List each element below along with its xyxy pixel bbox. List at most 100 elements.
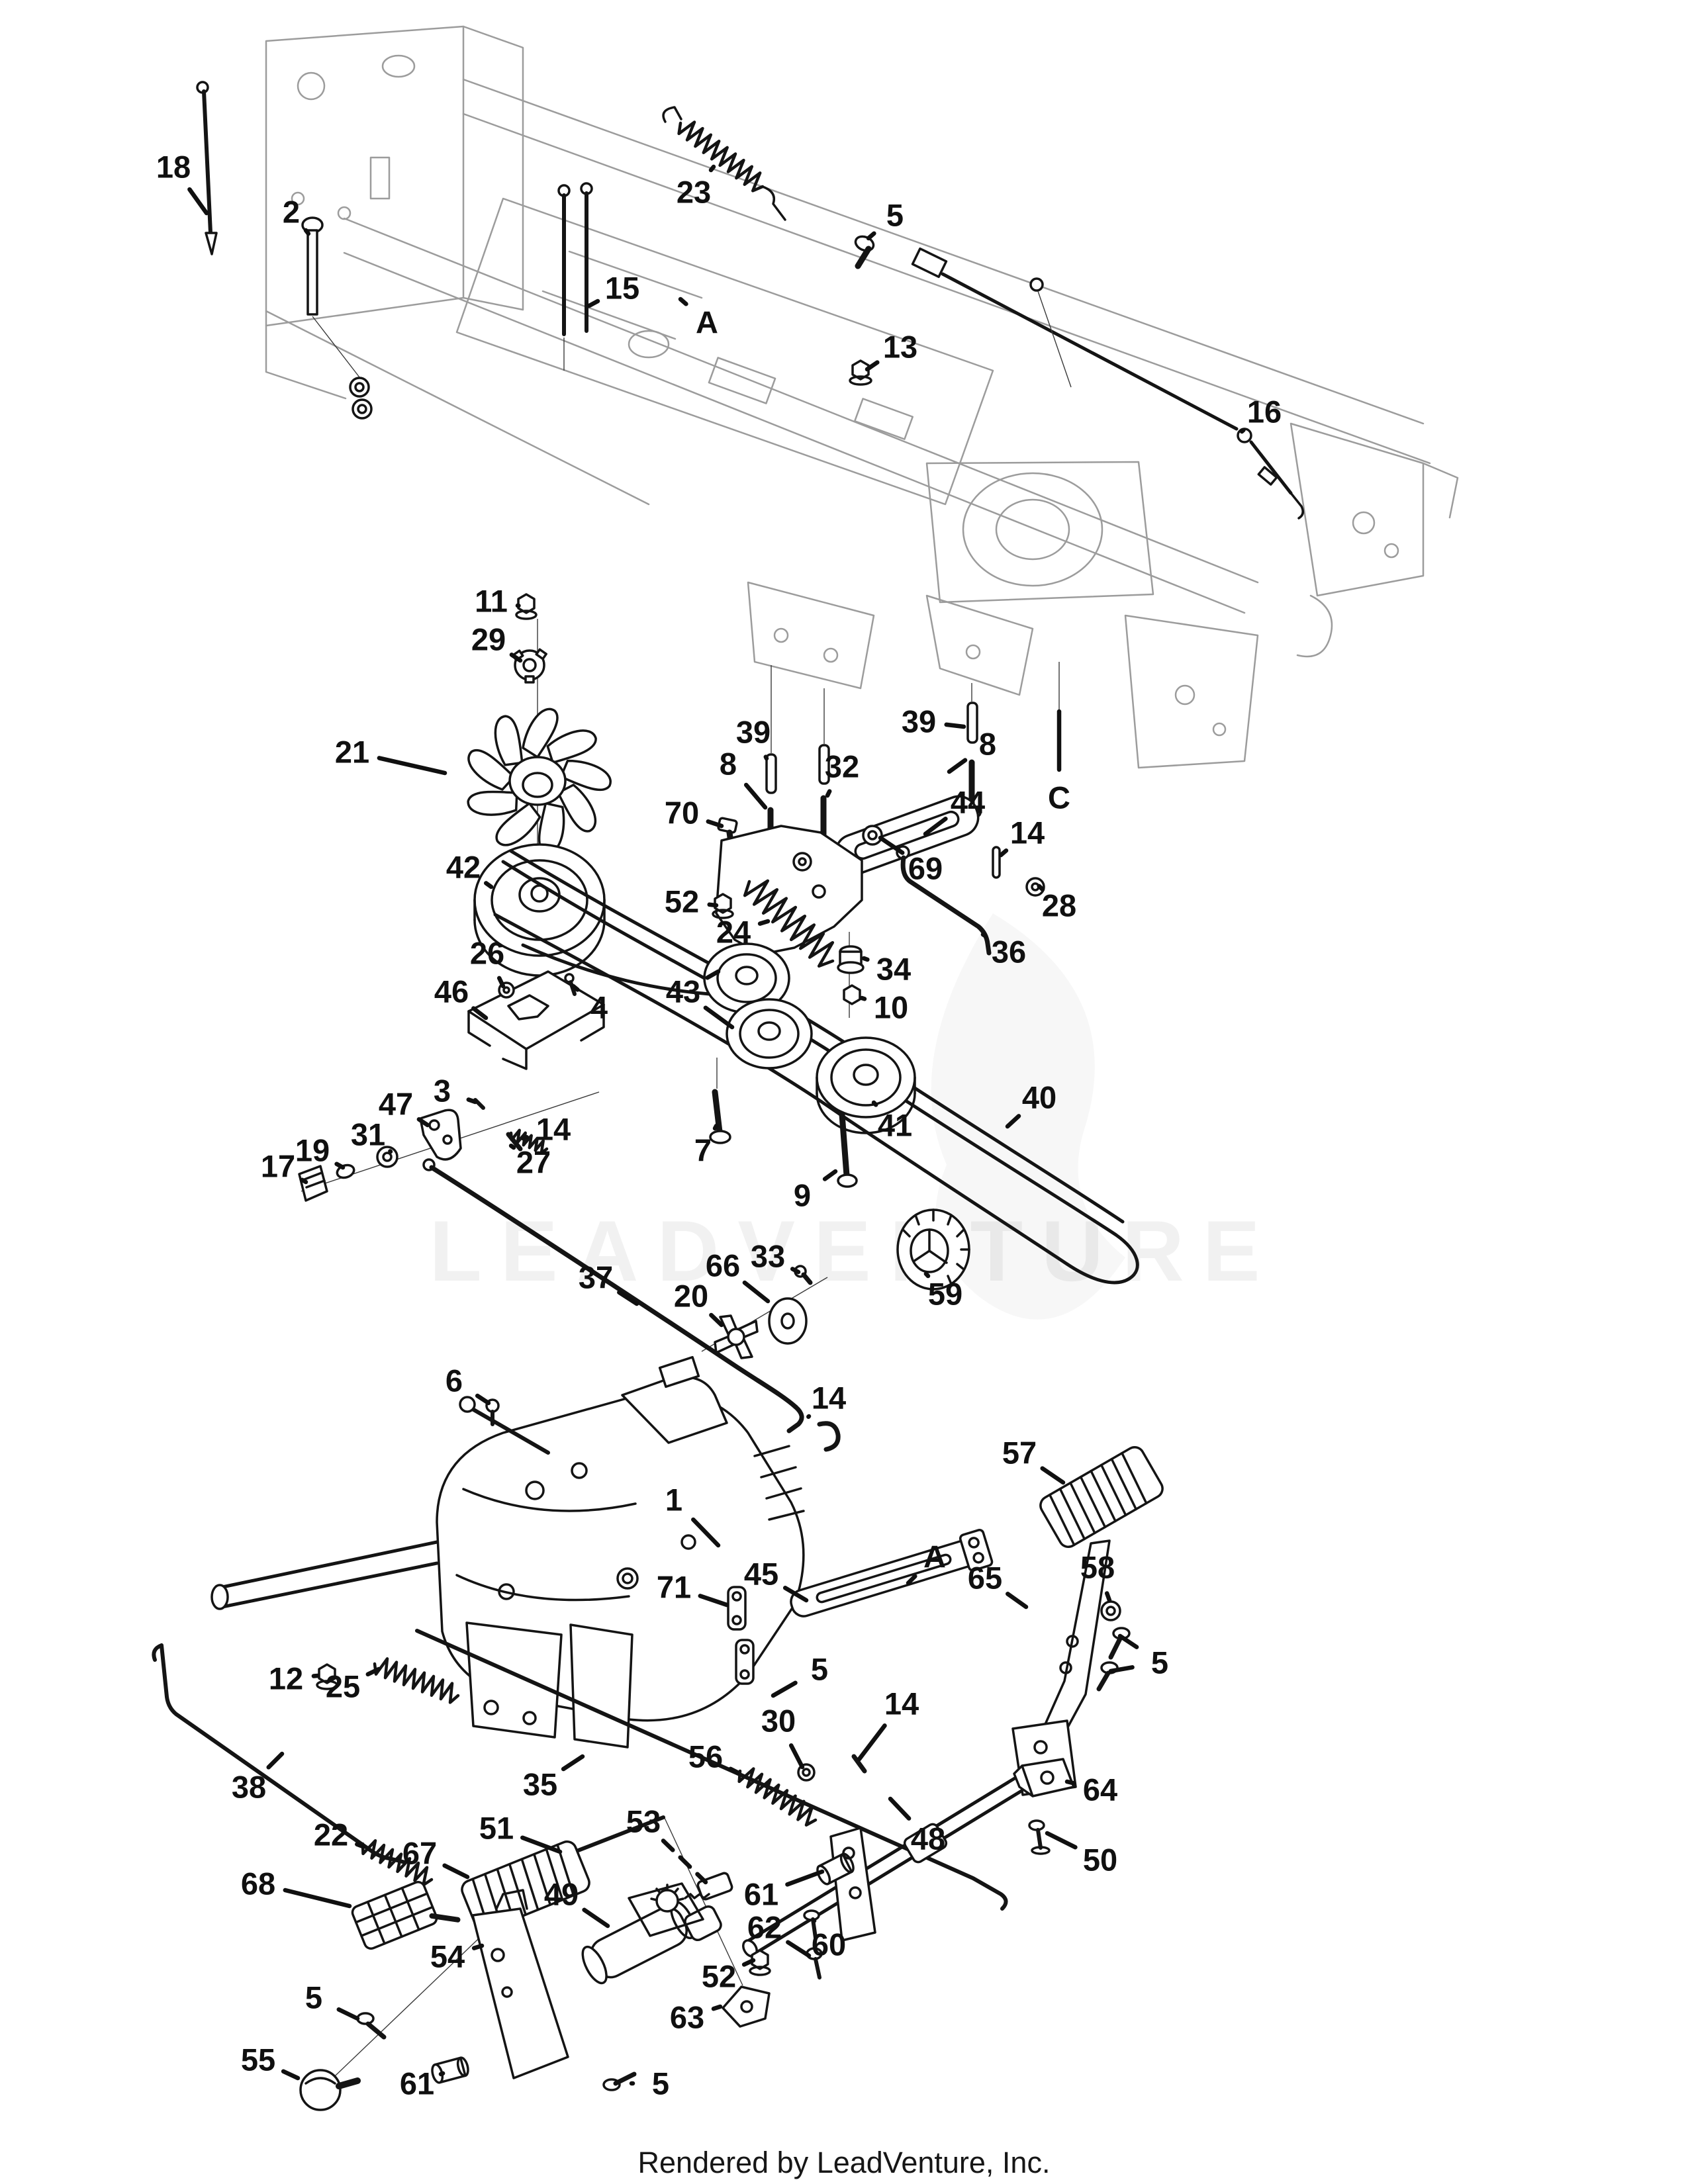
part-label-6[interactable]: 6	[445, 1363, 491, 1406]
part-number-21[interactable]: 21	[335, 735, 369, 770]
part-label-48[interactable]: 48	[888, 1796, 945, 1856]
part-label-53[interactable]: 53	[626, 1804, 708, 1885]
part-number-42[interactable]: 42	[446, 850, 481, 885]
part-label-9[interactable]: 9	[794, 1169, 838, 1213]
part-label-52[interactable]: 52	[702, 1958, 756, 1994]
part-number-28[interactable]: 28	[1042, 888, 1076, 923]
part-number-61[interactable]: 61	[400, 2066, 434, 2101]
part-label-66[interactable]: 66	[706, 1248, 771, 1304]
part-label-14[interactable]: 14	[998, 815, 1045, 858]
part-label-68[interactable]: 68	[241, 1866, 352, 1909]
part-label-44[interactable]: 44	[923, 785, 985, 837]
part-label-32[interactable]: 32	[825, 749, 859, 798]
part-label-14[interactable]: 14	[857, 1686, 919, 1762]
part-number-49[interactable]: 49	[544, 1877, 579, 1912]
part-label-5[interactable]: 5	[866, 198, 904, 241]
part-label-20[interactable]: 20	[674, 1279, 724, 1328]
part-number-20[interactable]: 20	[674, 1279, 708, 1314]
part-label-63[interactable]: 63	[670, 2000, 723, 2035]
part-label-47[interactable]: 47	[379, 1087, 430, 1128]
part-number-C[interactable]: C	[1048, 780, 1070, 815]
part-label-12[interactable]: 12	[269, 1661, 320, 1696]
part-number-40[interactable]: 40	[1022, 1080, 1056, 1115]
part-number-62[interactable]: 62	[747, 1910, 782, 1945]
part-label-55[interactable]: 55	[241, 2042, 301, 2081]
part-number-36[interactable]: 36	[992, 934, 1026, 970]
part-label-14[interactable]: 14	[806, 1381, 846, 1419]
part-label-49[interactable]: 49	[544, 1877, 610, 1929]
part-label-21[interactable]: 21	[335, 735, 447, 776]
part-number-5[interactable]: 5	[652, 2066, 669, 2101]
part-label-24[interactable]: 24	[716, 915, 771, 950]
part-label-42[interactable]: 42	[446, 850, 494, 889]
part-label-52[interactable]: 52	[665, 884, 719, 919]
part-number-41[interactable]: 41	[878, 1108, 912, 1143]
part-number-18[interactable]: 18	[156, 150, 191, 185]
part-label-39[interactable]: 39	[902, 704, 966, 739]
part-label-1[interactable]: 1	[665, 1482, 721, 1548]
part-number-63[interactable]: 63	[670, 2000, 704, 2035]
part-label-51[interactable]: 51	[479, 1811, 563, 1854]
part-label-40[interactable]: 40	[1005, 1080, 1056, 1129]
part-number-35[interactable]: 35	[523, 1767, 557, 1802]
part-label-19[interactable]: 19	[295, 1133, 346, 1170]
part-number-69[interactable]: 69	[908, 851, 943, 886]
part-number-9[interactable]: 9	[794, 1178, 811, 1213]
part-label-64[interactable]: 64	[1064, 1772, 1117, 1807]
part-number-31[interactable]: 31	[351, 1117, 385, 1152]
part-label-59[interactable]: 59	[923, 1271, 962, 1312]
part-number-34[interactable]: 34	[876, 952, 911, 987]
part-number-68[interactable]: 68	[241, 1866, 275, 1901]
part-label-25[interactable]: 25	[326, 1666, 381, 1704]
part-label-A[interactable]: A	[678, 296, 718, 340]
part-number-6[interactable]: 6	[445, 1363, 463, 1398]
part-number-59[interactable]: 59	[928, 1277, 962, 1312]
part-label-8[interactable]: 8	[720, 747, 768, 810]
part-number-22[interactable]: 22	[314, 1817, 348, 1852]
part-number-26[interactable]: 26	[470, 936, 504, 971]
part-label-5[interactable]: 5	[771, 1652, 828, 1698]
part-label-18[interactable]: 18	[156, 150, 209, 216]
part-number-45[interactable]: 45	[744, 1557, 778, 1592]
part-number-30[interactable]: 30	[761, 1704, 796, 1739]
part-label-14[interactable]: 14	[520, 1112, 571, 1147]
part-number-4[interactable]: 4	[590, 990, 608, 1025]
part-label-54[interactable]: 54	[430, 1939, 485, 1974]
part-number-23[interactable]: 23	[677, 175, 711, 210]
part-label-37[interactable]: 37	[579, 1260, 639, 1306]
part-number-52[interactable]: 52	[665, 884, 699, 919]
part-number-56[interactable]: 56	[688, 1739, 723, 1774]
part-label-46[interactable]: 46	[434, 974, 489, 1021]
part-number-14[interactable]: 14	[1010, 815, 1045, 850]
part-number-25[interactable]: 25	[326, 1669, 360, 1704]
part-number-5[interactable]: 5	[811, 1652, 828, 1687]
part-number-15[interactable]: 15	[605, 271, 639, 306]
part-number-14[interactable]: 14	[884, 1686, 919, 1721]
part-number-13[interactable]: 13	[883, 330, 917, 365]
part-number-16[interactable]: 16	[1247, 394, 1282, 430]
part-label-36[interactable]: 36	[980, 932, 1026, 970]
part-number-58[interactable]: 58	[1080, 1550, 1115, 1585]
part-label-70[interactable]: 70	[665, 796, 724, 831]
part-number-67[interactable]: 67	[402, 1836, 437, 1871]
part-label-39[interactable]: 39	[736, 715, 771, 761]
part-number-66[interactable]: 66	[706, 1248, 740, 1283]
part-number-5[interactable]: 5	[886, 198, 904, 233]
part-label-11[interactable]: 11	[475, 584, 521, 619]
part-number-51[interactable]: 51	[479, 1811, 514, 1846]
part-label-69[interactable]: 69	[878, 835, 943, 886]
part-number-39[interactable]: 39	[902, 704, 936, 739]
part-number-32[interactable]: 32	[825, 749, 859, 784]
part-label-61[interactable]: 61	[744, 1869, 825, 1912]
part-number-A[interactable]: A	[923, 1539, 946, 1574]
part-label-23[interactable]: 23	[677, 164, 716, 210]
part-label-15[interactable]: 15	[586, 271, 639, 308]
part-number-64[interactable]: 64	[1083, 1772, 1117, 1807]
part-number-46[interactable]: 46	[434, 974, 469, 1009]
part-label-57[interactable]: 57	[1002, 1435, 1066, 1485]
part-label-67[interactable]: 67	[402, 1836, 470, 1880]
part-label-5[interactable]: 5	[1108, 1633, 1168, 1680]
part-number-37[interactable]: 37	[579, 1260, 613, 1295]
part-label-65[interactable]: 65	[968, 1561, 1029, 1610]
part-label-30[interactable]: 30	[761, 1704, 805, 1770]
